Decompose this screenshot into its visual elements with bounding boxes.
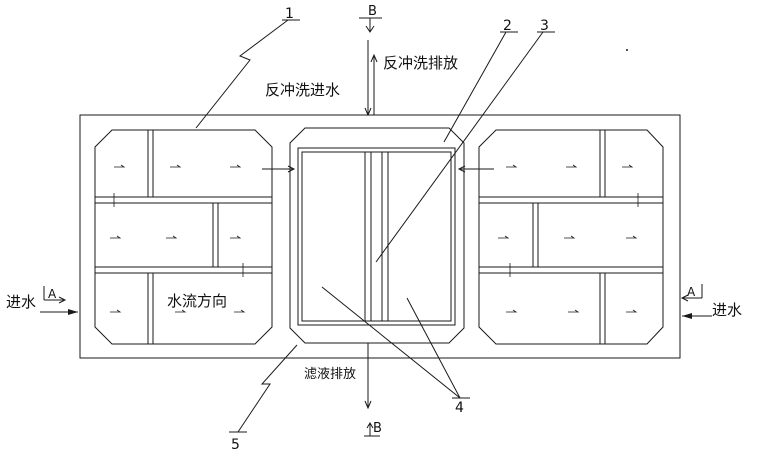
leader-lines — [195, 19, 555, 433]
inlet-left-arrow — [40, 309, 78, 315]
filter-frame-inner — [301, 151, 452, 322]
section-a-left-marker — [43, 286, 67, 304]
callout-4: 4 — [455, 400, 464, 416]
callout-2: 2 — [503, 18, 512, 34]
outer-tank — [79, 114, 681, 359]
section-b-top-label: B — [368, 4, 377, 19]
left-chamber-partitions — [95, 130, 272, 344]
filter-frame-outer — [297, 147, 456, 326]
right-flow-arrows — [498, 164, 639, 313]
middle-chamber — [289, 127, 465, 344]
backwash-inlet-label: 反冲洗进水 — [265, 81, 340, 99]
section-a-left-label: A — [48, 287, 57, 301]
callout-3: 3 — [540, 18, 549, 34]
section-b-bottom-label: B — [373, 421, 382, 436]
flow-direction-label: 水流方向 — [167, 292, 227, 310]
section-a-right-label: A — [687, 285, 696, 299]
connection-arrows — [262, 165, 494, 173]
inlet-left-label: 进水 — [6, 293, 36, 311]
backwash-pipes — [359, 17, 382, 117]
callout-5: 5 — [231, 437, 240, 453]
backwash-discharge-label: 反冲洗排放 — [383, 54, 458, 72]
left-chamber — [94, 129, 273, 345]
inlet-right-label: 进水 — [712, 301, 742, 319]
filtrate-pipe — [364, 343, 380, 437]
stray-dot — [626, 49, 628, 51]
right-chamber — [478, 129, 664, 345]
callout-1: 1 — [285, 6, 294, 22]
inlet-right-arrow — [682, 313, 712, 319]
filtrate-discharge-label: 滤液排放 — [304, 367, 356, 382]
left-flow-arrows — [110, 164, 246, 313]
filter-frame-dividers — [364, 152, 389, 321]
section-a-right-marker — [680, 284, 703, 302]
